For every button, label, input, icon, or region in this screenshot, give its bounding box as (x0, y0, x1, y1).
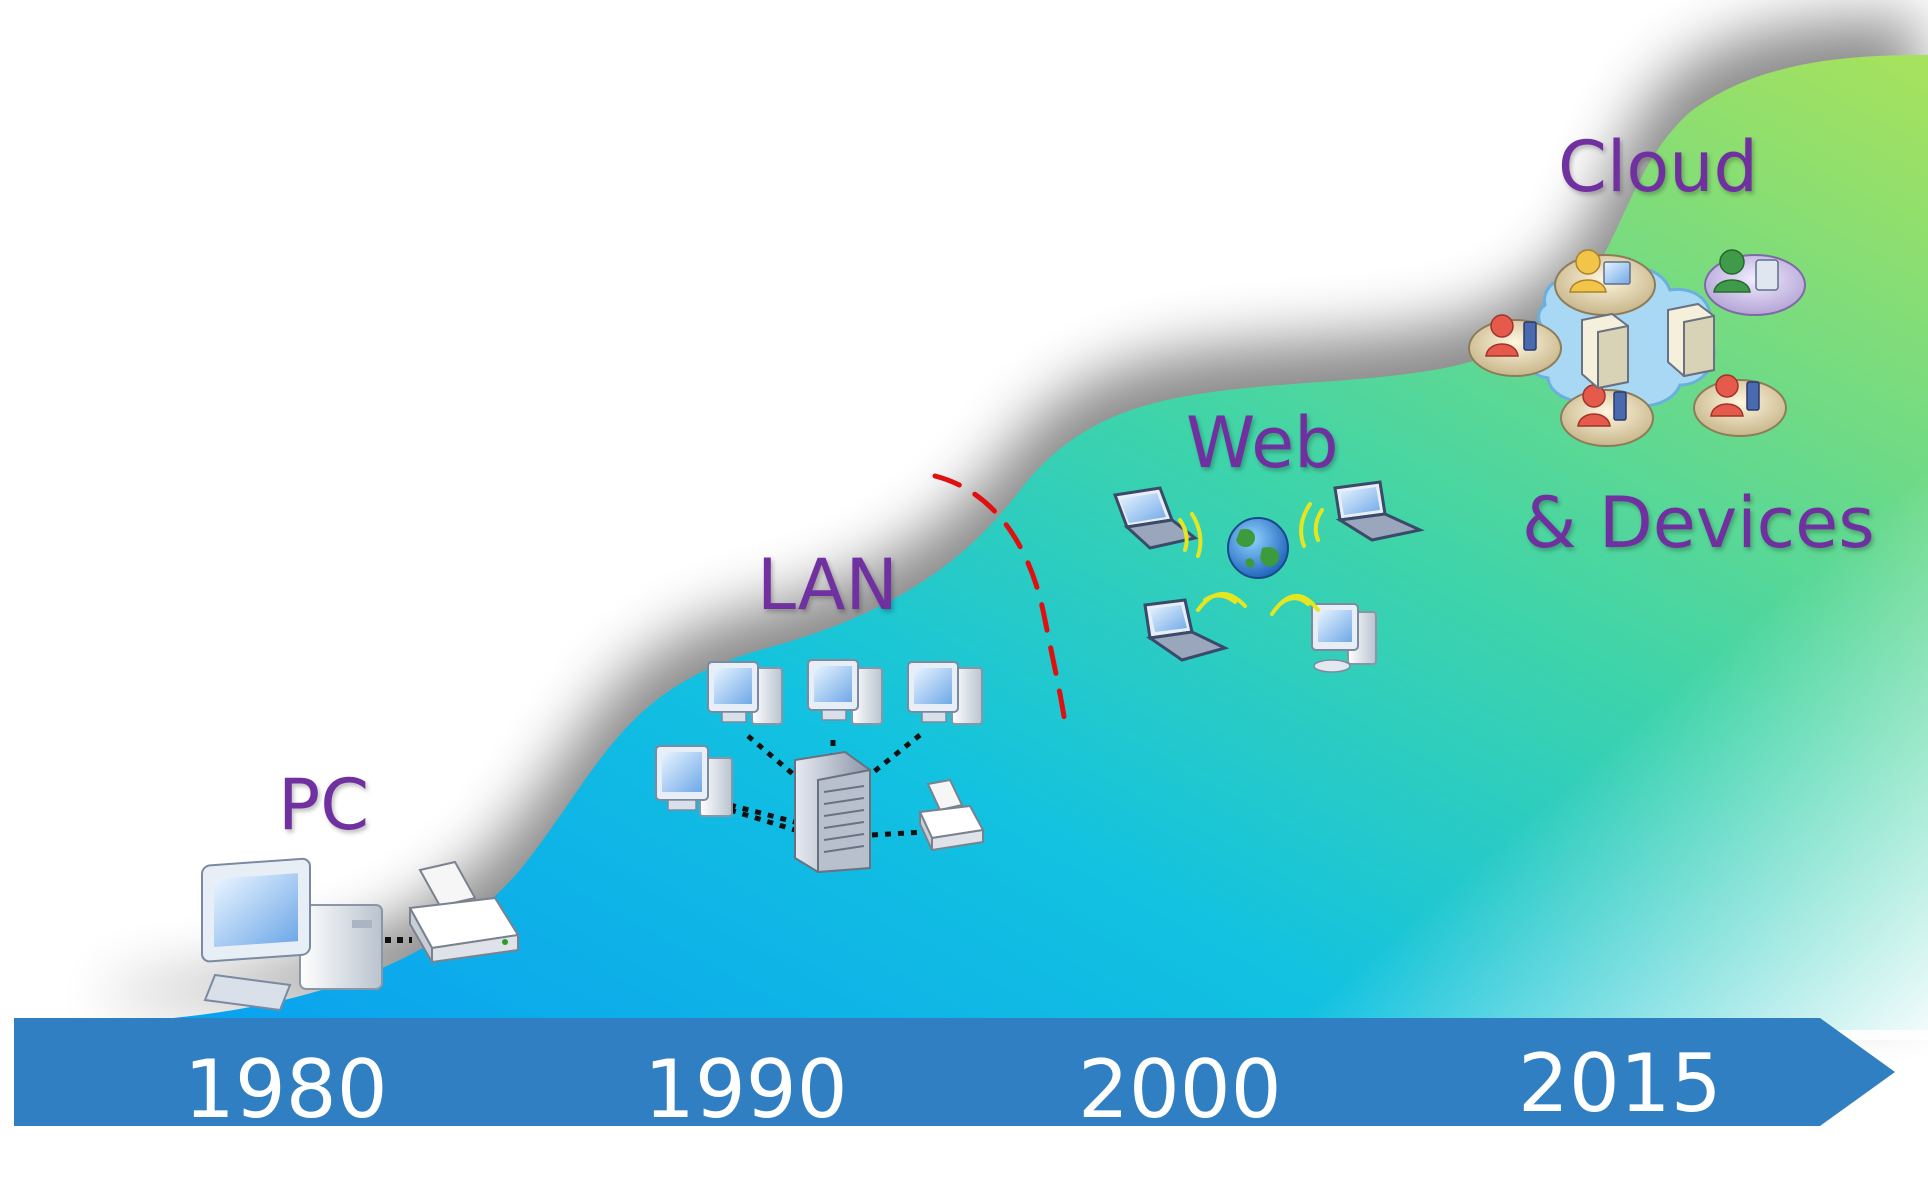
user-icon (1582, 384, 1606, 408)
lan-era-icons (655, 659, 985, 874)
user-icon (1719, 249, 1745, 275)
era-label-cloud: Cloud (1558, 126, 1758, 208)
cloud-era-icons (1468, 249, 1806, 447)
tablet-icon (1755, 259, 1779, 291)
desktop-computer-icon (907, 661, 983, 725)
user-icon (1715, 374, 1739, 398)
mobile-phone-icon (1523, 321, 1537, 351)
timeline-year-1990: 1990 (644, 1043, 848, 1136)
wireless-signal-icon (1178, 502, 1324, 616)
era-label-lan: LAN (757, 544, 898, 626)
desktop-computer-icon (1603, 261, 1631, 285)
mobile-phone-icon (1746, 381, 1760, 411)
globe-icon (1227, 517, 1289, 579)
timeline-year-2015: 2015 (1518, 1037, 1722, 1130)
laptop-icon (1143, 598, 1230, 662)
laptop-icon (1333, 480, 1425, 542)
timeline-year-1980: 1980 (184, 1043, 388, 1136)
timeline-arrow (14, 1018, 1895, 1126)
user-icon (1575, 249, 1601, 275)
user-icon (1490, 314, 1514, 338)
server-icon (1667, 302, 1715, 378)
desktop-computer-icon (201, 857, 383, 1012)
laptop-icon (1112, 486, 1199, 550)
printer-icon (408, 860, 520, 966)
era-label-pc: PC (278, 764, 370, 846)
desktop-computer-icon (707, 661, 783, 725)
era-divider (932, 473, 1069, 733)
wave-fade (1200, 400, 1928, 1040)
mobile-phone-icon (1613, 391, 1627, 421)
pc-era-icons (201, 857, 520, 1012)
era-label-devices: & Devices (1522, 482, 1875, 564)
desktop-computer-icon (655, 745, 733, 817)
server-rack-icon (794, 750, 871, 874)
user-bubble (1468, 314, 1562, 377)
user-bubble (1693, 374, 1787, 437)
timeline-year-2000: 2000 (1078, 1043, 1282, 1136)
desktop-computer-icon (1311, 603, 1377, 673)
user-bubble (1554, 249, 1656, 316)
server-icon (1581, 312, 1629, 390)
printer-icon (918, 778, 985, 852)
user-bubble (1560, 384, 1654, 447)
user-bubble (1704, 249, 1806, 316)
web-era-icons (1112, 480, 1425, 673)
desktop-computer-icon (807, 659, 883, 725)
era-label-web: Web (1186, 402, 1339, 484)
